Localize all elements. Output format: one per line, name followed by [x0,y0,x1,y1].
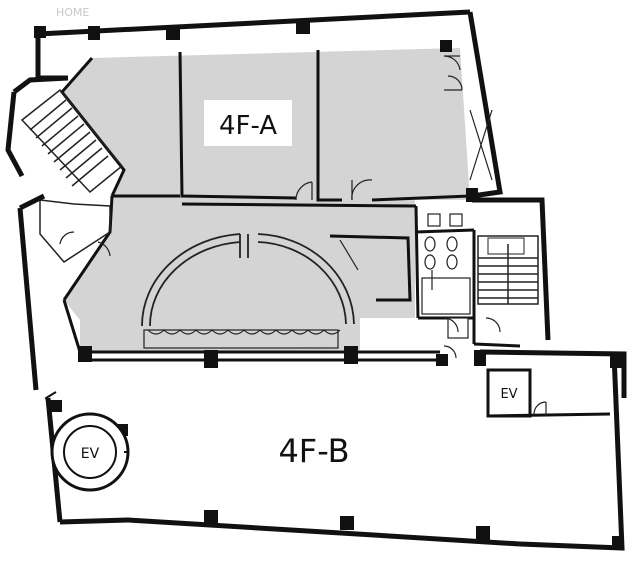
left-staircase [20,88,124,263]
unit-4f-a-area [62,48,470,352]
window-row [143,329,341,349]
unit-4f-a-label: 4F-A [219,111,277,141]
watermark: HOME [56,6,89,19]
elevator-label-round: EV [81,446,100,462]
elevator-label-box: EV [500,387,517,402]
restroom-fixtures [421,213,471,339]
round-elevator [44,391,130,492]
unit-4f-b-label: 4F-B [278,432,349,470]
doors [59,55,547,416]
unit-4f-a-label-bg [204,100,292,146]
curved-partition [141,233,355,327]
columns [34,22,624,550]
right-staircase [477,235,539,305]
